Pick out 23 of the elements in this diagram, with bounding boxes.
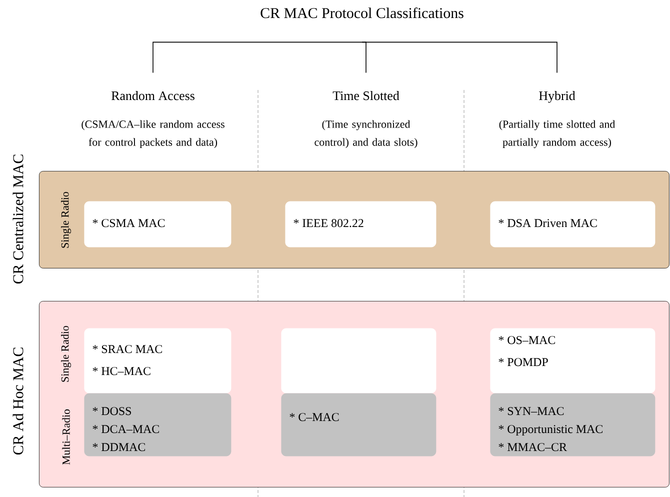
radio-label: Multi–Radio (62, 409, 70, 465)
protocol-box: * SRAC MAC * HC–MAC (84, 328, 232, 394)
title: CR MAC Protocol Classifications (260, 7, 464, 18)
protocol-box: * CSMA MAC (84, 201, 232, 248)
row-heading: CR Centralized MAC (12, 154, 24, 284)
column-heading: Hybrid (539, 91, 576, 103)
protocol-box (281, 328, 436, 394)
protocol-box: * SYN–MAC * Opportunistic MAC * MMAC–CR (490, 393, 656, 456)
protocol-box: * OS–MAC * POMDP (490, 328, 656, 394)
column-description: (CSMA/CA–like random access for control packets and data) (82, 120, 224, 148)
column-heading: Time Slotted (332, 91, 400, 100)
column-description: (Time synchronized control) and data slots) (314, 120, 418, 148)
radio-label: Single Radio (61, 192, 71, 248)
protocol-box: * DSA Driven MAC (490, 201, 656, 248)
protocol-box: * IEEE 802.22 (285, 201, 436, 248)
column-description: (Partially time slotted and partially random access) (499, 120, 615, 148)
radio-label: Single Radio (61, 326, 71, 382)
row-heading: CR Ad Hoc MAC (12, 348, 24, 455)
tree-connector (152, 42, 362, 74)
column-heading: Random Access (111, 91, 194, 100)
protocol-box: * DOSS * DCA–MAC * DDMAC (84, 393, 232, 456)
tree-connector (362, 42, 558, 74)
protocol-box: * C–MAC (281, 393, 436, 456)
